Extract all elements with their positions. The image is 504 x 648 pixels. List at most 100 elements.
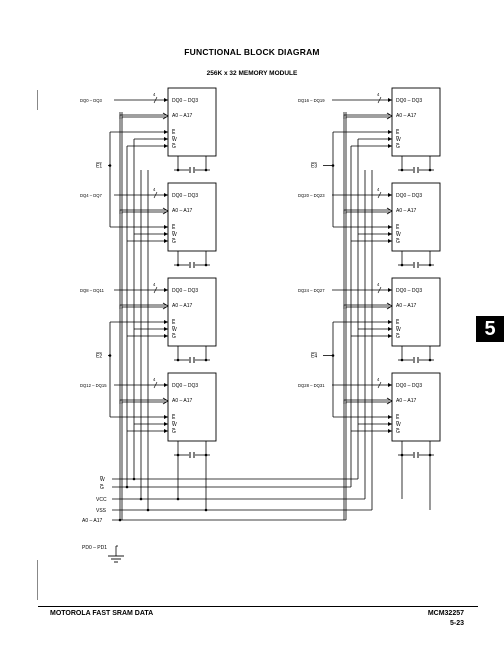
right-chip-2-e-pin-label: E <box>396 225 400 231</box>
junction-dot <box>204 358 208 362</box>
junction-dot <box>428 263 432 267</box>
left-chip-1-g-arrow <box>164 144 168 148</box>
right-chip-3-w-arrow <box>388 327 392 331</box>
left-chip-2 <box>167 182 217 252</box>
right-chip-1-bus-width-label: 4 <box>377 92 380 97</box>
right-chip-1-addr-arrow <box>386 112 393 120</box>
right-chip-2-addr-bus-2 <box>345 211 390 214</box>
junction-dot <box>400 358 404 362</box>
right-chip-1-dq-signal-label: DQ16 – DQ19 <box>298 98 325 103</box>
left-chip-1-dq-pin-label: DQ0 – DQ3 <box>172 98 198 104</box>
right-chip-3-addr-bus-2 <box>345 306 390 309</box>
junction-dot <box>118 518 122 522</box>
right-chip-4-dq-arrow <box>388 383 392 387</box>
left-chip-2-addr-pin-label: A0 – A17 <box>172 208 193 214</box>
left-chip-1-g-pin-label: G <box>172 144 176 150</box>
margin-mark <box>37 560 38 600</box>
right-chip-2-g-arrow <box>388 239 392 243</box>
right-chip-1-g-arrow <box>388 144 392 148</box>
right-chip-4-e-arrow <box>388 415 392 419</box>
right-chip-2-dq-signal-label: DQ20 – DQ23 <box>298 193 325 198</box>
left-chip-1-e-pin-label: E <box>172 130 176 136</box>
left-chip-4-e-arrow <box>164 415 168 419</box>
right-chip-2-bus-width-label: 4 <box>377 187 380 192</box>
right-chip-2-addr-pin-label: A0 – A17 <box>396 208 417 214</box>
junction-dot <box>428 358 432 362</box>
right-chip-1-dq-arrow <box>388 98 392 102</box>
right-chip-2-bus-slash <box>377 191 382 199</box>
left-chip-1-w-pin-label: W <box>172 137 177 143</box>
left-chip-4-g-pin-label: G <box>172 429 176 435</box>
footer-part-number: MCM32257 <box>427 610 464 617</box>
right-chip-3-addr-pin-label: A0 – A17 <box>396 303 417 309</box>
right-chip-1-e-pin-label: E <box>396 130 400 136</box>
junction-dot <box>204 263 208 267</box>
left-chip-4 <box>167 372 217 442</box>
right-chip-1-g-pin-label: G <box>396 144 400 150</box>
junction-dot <box>125 485 129 489</box>
left-chip-4-dq-arrow <box>164 383 168 387</box>
right-chip-4-addr-pin-label: A0 – A17 <box>396 398 417 404</box>
left-chip-2-w-pin-label: W <box>172 232 177 238</box>
left-chip-3-addr-bus-2 <box>121 306 166 309</box>
footer-page-number: 5-23 <box>449 620 464 627</box>
right-chip-4-g-arrow <box>388 429 392 433</box>
right-chip-1-bus-slash <box>377 96 382 104</box>
junction-dot <box>428 168 432 172</box>
diagram-title: FUNCTIONAL BLOCK DIAGRAM <box>184 47 320 57</box>
right-chip-2-dq-arrow <box>388 193 392 197</box>
right-chip-3 <box>391 277 441 347</box>
right-chip-1-w-arrow <box>388 137 392 141</box>
right-chip-4-w-arrow <box>388 422 392 426</box>
right-chip-2-g-pin-label: G <box>396 239 400 245</box>
left-chip-3-g-arrow <box>164 334 168 338</box>
right-chip-3-g-pin-label: G <box>396 334 400 340</box>
left-chip-4-w-pin-label: W <box>172 422 177 428</box>
left-chip-2-bus-slash <box>153 191 158 199</box>
left-chip-3-dq-pin-label: DQ0 – DQ3 <box>172 288 198 294</box>
left-chip-1-bus-width-label: 4 <box>153 92 156 97</box>
left-enable-label: E1 <box>96 164 102 170</box>
left-chip-1-dq-signal-label: DQ0 – DQ3 <box>80 98 103 103</box>
right-chip-2-w-pin-label: W <box>396 232 401 238</box>
left-chip-3-e-arrow <box>164 320 168 324</box>
left-chip-2-g-arrow <box>164 239 168 243</box>
left-chip-3-bus-width-label: 4 <box>153 282 156 287</box>
right-chip-4-dq-signal-label: DQ28 – DQ31 <box>298 383 325 388</box>
right-chip-4-w-pin-label: W <box>396 422 401 428</box>
left-chip-3-dq-signal-label: DQ8 – DQ11 <box>80 288 105 293</box>
left-chip-4-w-arrow <box>164 422 168 426</box>
right-chip-1-w-pin-label: W <box>396 137 401 143</box>
section-tab: 5 <box>476 316 504 342</box>
bus-w-label: W <box>100 477 105 483</box>
left-chip-1-bus-slash <box>153 96 158 104</box>
left-chip-1 <box>167 87 217 157</box>
left-chip-2-e-arrow <box>164 225 168 229</box>
right-chip-3-w-pin-label: W <box>396 327 401 333</box>
left-chip-1-dq-arrow <box>164 98 168 102</box>
right-chip-4-addr-arrow <box>386 397 393 405</box>
right-chip-2-e-arrow <box>388 225 392 229</box>
right-chip-1-addr-pin-label: A0 – A17 <box>396 113 417 119</box>
right-chip-4-e-pin-label: E <box>396 415 400 421</box>
right-chip-3-addr-arrow <box>386 302 393 310</box>
footer-publication: MOTOROLA FAST SRAM DATA <box>50 610 154 617</box>
right-chip-1-e-arrow <box>388 130 392 134</box>
left-chip-4-bus-slash <box>153 381 158 389</box>
left-chip-2-dq-signal-label: DQ4 – DQ7 <box>80 193 103 198</box>
right-chip-4-bus-width-label: 4 <box>377 377 380 382</box>
right-chip-3-e-arrow <box>388 320 392 324</box>
right-chip-3-dq-pin-label: DQ0 – DQ3 <box>396 288 422 294</box>
right-chip-1 <box>391 87 441 157</box>
bus-vcc-label: VCC <box>96 497 107 503</box>
left-chip-4-g-arrow <box>164 429 168 433</box>
junction-dot <box>176 263 180 267</box>
left-chip-3-e-pin-label: E <box>172 320 176 326</box>
bus-addr-label: A0 – A17 <box>82 518 103 524</box>
left-chip-2-dq-arrow <box>164 193 168 197</box>
junction-dot <box>139 497 143 501</box>
left-chip-4-bus-width-label: 4 <box>153 377 156 382</box>
left-chip-4-addr-pin-label: A0 – A17 <box>172 398 193 404</box>
